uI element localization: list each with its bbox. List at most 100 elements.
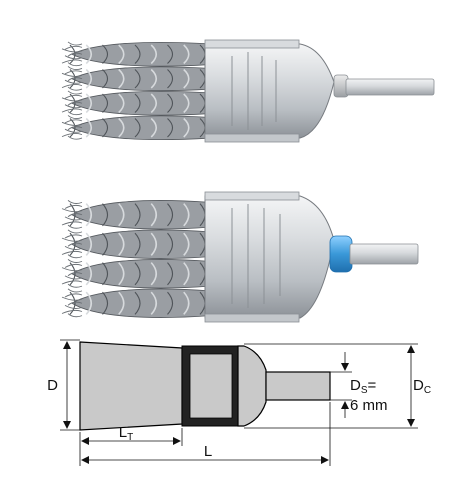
wire-tip [61,121,83,126]
wire-tip [67,242,83,247]
wire-strand [183,232,190,256]
wire-tip [64,104,83,109]
wire-strand [102,232,109,256]
wire-strand [167,44,174,64]
wire-strand [150,203,158,227]
wire-tip [61,59,83,64]
dimension-lt [79,428,183,466]
wire-strand [102,69,109,89]
wire-tip [67,86,83,91]
wire-strand [150,232,158,256]
wire-tip [61,208,83,213]
product-bottom-brush-icon [61,191,419,323]
dimension-ds [330,352,352,418]
wire-strand [150,117,158,138]
wire-strand [183,68,190,89]
wire-strand [134,262,141,286]
wire-strand [167,203,174,227]
wire-strand [150,262,158,286]
wire-strand [150,93,158,114]
label-ds: DS= [350,377,377,396]
wire-tip [64,263,83,268]
wire-tip [64,79,83,84]
wire-tip [64,45,83,50]
wire-tip [61,250,83,255]
wire-strand [118,68,125,89]
wire-tip [67,272,83,277]
wire-strand [134,118,141,138]
wire-tip [64,94,83,99]
wire-tip [67,224,83,229]
label-dc: DC [413,377,431,396]
wire-tip [61,72,83,77]
wire-tip [67,77,83,82]
dimension-d [60,339,80,431]
collar-top [204,43,335,139]
wire-tip [67,213,83,218]
wire-tip [67,288,83,293]
wire-strand [85,117,93,138]
wire-strand [118,262,125,286]
wire-tip [61,309,83,314]
wire-tip [67,62,83,67]
wire-strand [118,117,125,138]
collar-bottom [204,195,335,319]
collar-rim-top [204,39,300,49]
wire-tip [61,108,83,113]
wire-tip [64,55,83,60]
wire-strand [102,44,109,64]
wire-strand [118,203,125,227]
wire-tip [64,70,83,75]
wire-strand [118,93,125,114]
label-d: D [47,377,58,394]
wire-tip [64,204,83,209]
wire-tip [67,101,83,106]
wire-tip [64,128,83,133]
wire-strand [183,44,190,65]
product-top-brush-icon [61,39,435,143]
wire-tip [67,254,83,259]
wire-tip [61,221,83,226]
blue-ring [329,235,353,273]
wire-tip [67,41,83,46]
wire-strand [183,117,190,138]
shank-top [345,78,435,96]
collar-rim-bottom-brush [204,191,300,201]
drawing-shank [265,371,331,401]
dimension-l [81,402,331,466]
wire-strand [85,44,93,65]
wire-tip [61,267,83,272]
collar-engraving-top [231,52,277,130]
wire-strand [150,68,158,89]
wire-tip [67,259,83,263]
wire-tip [61,84,83,89]
wire-tip [67,283,83,288]
label-ds-value: 6 mm [350,397,388,414]
wire-strand [118,291,125,315]
collar-engraving-bottom [231,204,281,308]
wire-strand [85,93,93,114]
wire-strand [183,262,190,286]
wire-strand [85,68,93,89]
drawing-collar-inner [189,353,233,419]
wire-tip [64,304,83,309]
wire-tip [67,115,83,120]
wire-tip [61,48,83,53]
wire-tip [64,234,83,239]
wire-strand [167,291,174,315]
wire-tip [61,133,83,138]
drawing-bristles [79,341,183,431]
wire-tip [64,216,83,221]
wire-strand [150,44,158,65]
wire-strand [134,291,141,315]
wire-tip [67,229,83,234]
wire-tip [67,301,83,306]
wire-tip [67,126,83,131]
shank-bottom [349,243,419,265]
wire-strand [102,291,109,315]
wire-bundle-bottom [61,200,211,318]
wire-strand [183,203,190,227]
wire-strand [167,232,174,256]
